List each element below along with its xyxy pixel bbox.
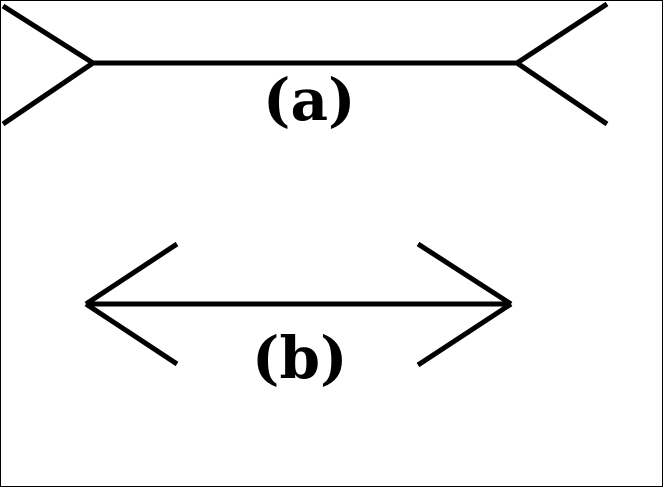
figure-a-right-fin-upper (515, 1, 609, 66)
figure-b-right-arrowhead-upper (416, 241, 513, 307)
figure-b-left-arrowhead-upper (84, 241, 179, 307)
figure-a (1, 1, 609, 127)
figure-a-label: (a) (263, 66, 356, 134)
figure-b-left-arrowhead-lower (84, 301, 179, 367)
figure-b-label: (b) (252, 324, 348, 392)
figure-b-right-arrowhead-lower (416, 301, 513, 368)
figure-a-right-fin-lower (515, 60, 609, 127)
figure-a-left-fin-upper (1, 3, 95, 66)
figure-b (84, 241, 513, 368)
figure-a-left-fin-lower (1, 60, 95, 127)
